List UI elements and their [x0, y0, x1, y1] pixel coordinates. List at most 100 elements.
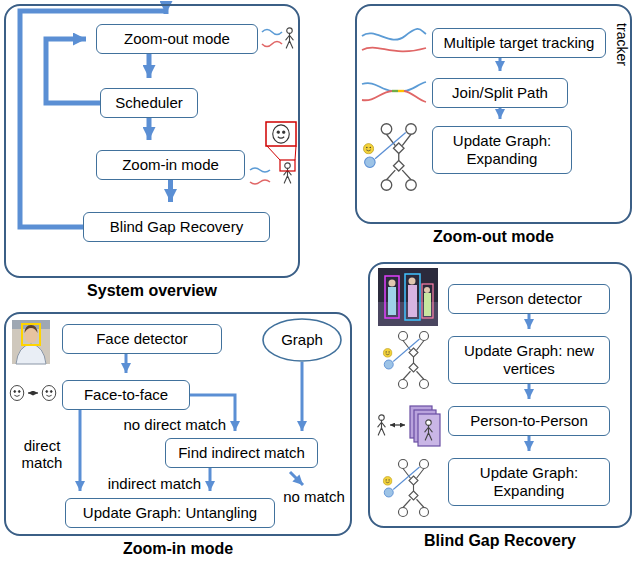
process-box: Person detector	[448, 284, 610, 314]
pedestrian-photo	[408, 285, 417, 317]
panel-caption: Zoom-out mode	[337, 227, 637, 246]
tracks-icon	[362, 29, 426, 51]
pedestrian-photo	[424, 293, 431, 316]
process-box: Find indirect match	[165, 438, 318, 468]
pedestrian-photo	[409, 278, 416, 285]
process-box: Blind Gap Recovery	[83, 212, 270, 242]
process-box: Face-to-face	[62, 380, 190, 410]
graph-icon	[383, 332, 428, 389]
portrait-photo	[12, 320, 50, 364]
panel-caption: Zoom-in mode	[0, 539, 370, 558]
flow-arrow	[147, 54, 152, 78]
person-match-icon	[425, 420, 432, 440]
zoom-face-icon	[250, 168, 270, 172]
pedestrian-photo	[388, 287, 396, 315]
box-label: Update Graph: Expanding	[455, 464, 603, 500]
process-box: Face detector	[62, 324, 222, 354]
flow-arrow	[147, 118, 152, 140]
edge-label: direct match	[14, 437, 70, 471]
process-box: Join/Split Path	[432, 78, 568, 108]
flow-arrow	[301, 362, 304, 431]
process-box: Update Graph: Untangling	[65, 498, 275, 528]
join-split-icon	[362, 83, 392, 91]
portrait-photo	[25, 325, 38, 333]
zoom-face-icon	[250, 180, 270, 184]
flow-arrow	[209, 468, 212, 491]
join-split-icon	[404, 91, 426, 102]
process-box: Update Graph: Expanding	[448, 458, 610, 506]
annotation-label: tracker	[612, 23, 629, 66]
box-label: Zoom-out mode	[124, 30, 230, 48]
panel-caption: Blind Gap Recovery	[350, 531, 637, 550]
person-match-icon	[418, 414, 440, 446]
box-label: Update Graph: Expanding	[439, 132, 565, 168]
process-box: Zoom-in mode	[96, 150, 245, 180]
panel-frame: Zoom-out modeSchedulerZoom-in modeBlind …	[4, 4, 300, 278]
face-match-icon	[10, 386, 24, 401]
graph-icon	[383, 460, 428, 517]
process-box: Scheduler	[100, 88, 198, 118]
annotation-label: no match	[281, 488, 347, 505]
box-label: Blind Gap Recovery	[110, 218, 243, 236]
trajectory-icon	[262, 28, 293, 48]
face-match-icon	[42, 386, 56, 401]
ellipse-outline	[263, 319, 341, 361]
zoom-face-icon	[284, 163, 291, 183]
flow-arrow	[79, 410, 82, 491]
zoom-face-icon	[250, 122, 296, 184]
face-match-icon	[28, 392, 38, 393]
no-match-arrow	[290, 472, 303, 485]
panel-frame: Person detectorUpdate Graph: new vertice…	[368, 262, 632, 528]
trajectory-icon	[286, 28, 293, 48]
flow-arrow	[46, 39, 100, 103]
edge-label: no direct match	[121, 416, 228, 433]
person-match-icon	[378, 415, 385, 435]
process-box: Update Graph: new vertices	[448, 336, 610, 384]
tracks-icon	[362, 48, 426, 52]
box-label: Update Graph: Untangling	[83, 504, 257, 522]
process-box: Person-to-Person	[448, 406, 610, 436]
box-label: Graph	[281, 331, 323, 349]
zoom-face-icon	[280, 160, 295, 171]
pedestrian-photo	[389, 280, 396, 287]
flow-arrow	[528, 436, 531, 451]
join-split-icon	[362, 82, 426, 102]
box-label: Zoom-in mode	[122, 156, 219, 174]
face-match-icon	[10, 386, 56, 401]
box-label: Face detector	[96, 330, 188, 348]
data-ellipse: Graph	[262, 318, 342, 362]
trajectory-icon	[262, 42, 282, 47]
flow-arrow	[168, 180, 173, 202]
person-match-icon	[378, 406, 440, 446]
process-box: Update Graph: Expanding	[432, 126, 572, 174]
join-split-icon	[392, 90, 398, 92]
pedestrian-photo	[422, 284, 433, 318]
portrait-photo	[12, 320, 50, 364]
portrait-photo	[22, 324, 40, 345]
pedestrian-photo	[424, 287, 430, 293]
process-box: Multiple target tracking	[432, 28, 606, 58]
box-label: Face-to-face	[84, 386, 168, 404]
zoom-face-icon	[266, 122, 296, 146]
box-label: Scheduler	[115, 94, 183, 112]
pedestrian-photo	[405, 274, 420, 320]
person-match-icon	[390, 424, 405, 425]
panel-caption: System overview	[0, 281, 318, 300]
edge-label: indirect match	[106, 475, 203, 492]
box-label: Person detector	[476, 290, 582, 308]
flow-arrow	[499, 108, 502, 119]
box-label: Update Graph: new vertices	[455, 342, 603, 378]
flow-arrow	[125, 354, 128, 373]
join-split-icon	[362, 91, 392, 100]
flow-arrow	[528, 314, 531, 329]
flow-arrow	[528, 384, 531, 399]
box-label: Multiple target tracking	[444, 34, 595, 52]
join-split-icon	[398, 90, 404, 92]
panel-frame: Multiple target trackingJoin/Split PathU…	[355, 4, 632, 224]
zoom-face-icon	[267, 146, 296, 160]
tracks-icon	[362, 29, 426, 40]
box-label: Person-to-Person	[470, 412, 588, 430]
join-split-icon	[404, 82, 426, 91]
flow-arrow	[499, 58, 502, 71]
